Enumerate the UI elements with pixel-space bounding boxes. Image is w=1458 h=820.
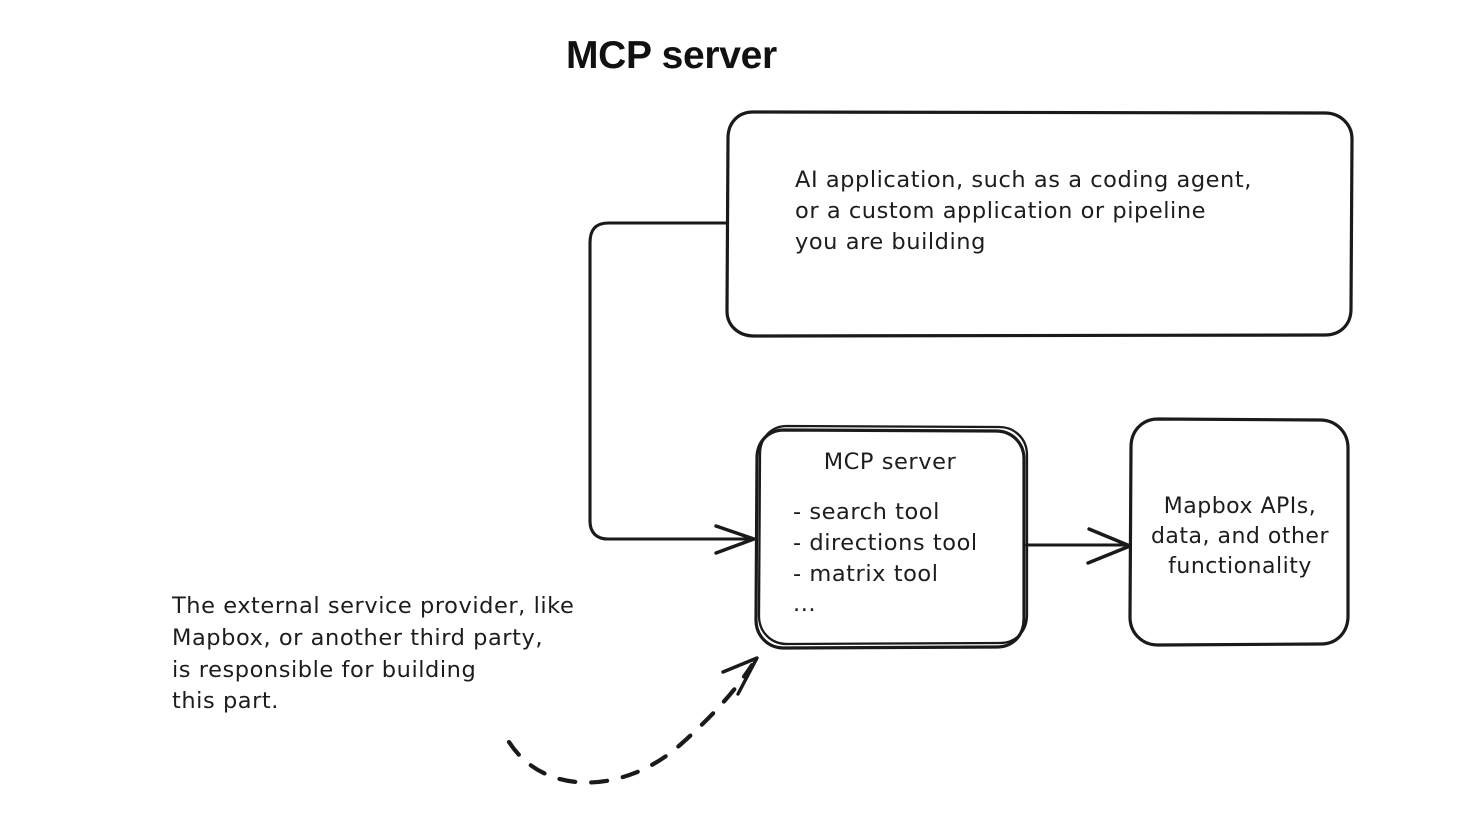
annotation-line-4: this part. xyxy=(172,688,279,714)
connector-mcp-to-mapbox xyxy=(1025,527,1132,565)
annotation-line-2: Mapbox, or another third party, xyxy=(172,625,543,651)
mcp-tool-item-2: - directions tool xyxy=(793,530,978,556)
ai-application-line-3: you are building xyxy=(795,229,986,255)
annotation-line-1: The external service provider, like xyxy=(171,593,574,619)
ai-application-box: AI application, such as a coding agent, … xyxy=(725,110,1354,338)
mapbox-line-1: Mapbox APIs, xyxy=(1164,494,1316,519)
mapbox-line-2: data, and other xyxy=(1151,524,1329,549)
mcp-server-heading: MCP server xyxy=(824,449,957,475)
page-title: MCP server xyxy=(566,34,777,77)
ai-application-line-1: AI application, such as a coding agent, xyxy=(795,167,1252,193)
connector-annotation-to-mcp xyxy=(506,656,759,785)
mcp-server-box: MCP server - search tool - directions to… xyxy=(754,424,1029,650)
mcp-tool-item-3: - matrix tool xyxy=(793,561,939,587)
mapbox-line-3: functionality xyxy=(1168,554,1312,579)
ai-application-line-2: or a custom application or pipeline xyxy=(795,198,1206,224)
mapbox-apis-box: Mapbox APIs, data, and other functionali… xyxy=(1128,417,1350,647)
connector-ai-to-mcp xyxy=(588,221,756,555)
annotation-line-3: is responsible for building xyxy=(172,657,476,683)
external-provider-annotation: The external service provider, like Mapb… xyxy=(171,593,574,714)
mcp-tool-item-1: - search tool xyxy=(793,499,940,525)
mcp-tool-ellipsis: ... xyxy=(793,591,816,617)
